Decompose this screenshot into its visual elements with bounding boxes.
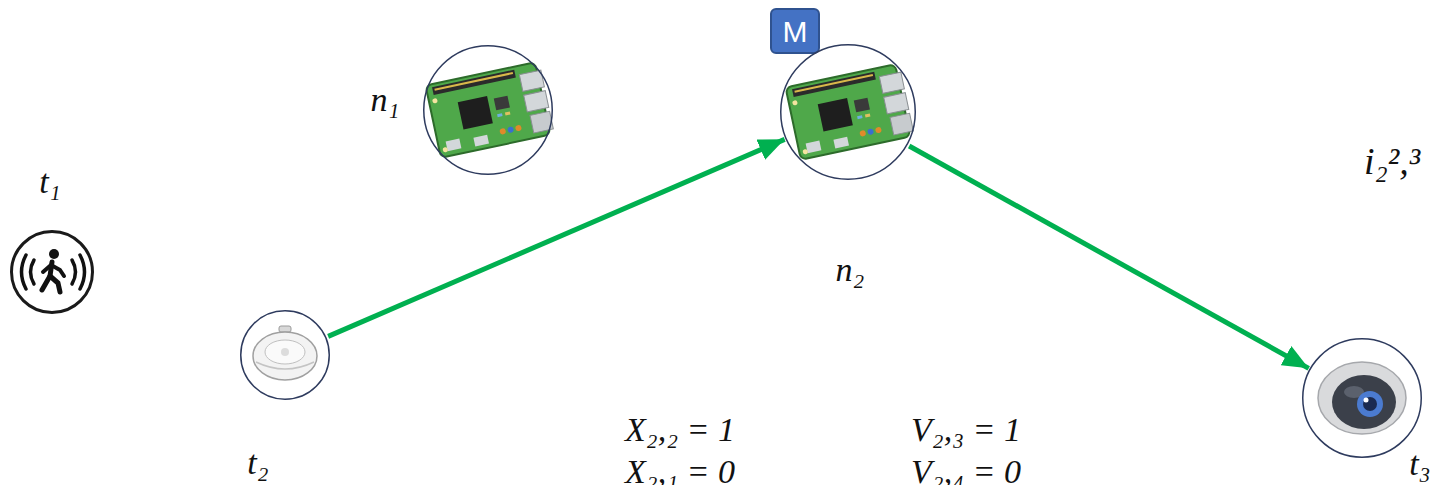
marker-box: M — [770, 8, 820, 54]
smoke-detector-icon — [253, 326, 317, 380]
arrow-connector — [328, 139, 784, 336]
node-label: t₁ — [39, 163, 60, 200]
raspberry-pi-icon — [786, 63, 915, 160]
circle-outline — [780, 44, 916, 180]
circle-outline — [10, 230, 94, 314]
equation: V₂,₄ = 0 — [911, 453, 1021, 485]
circle-grounds — [10, 44, 1422, 458]
interest-label: i₂²,³ — [1364, 141, 1420, 183]
thing-circle: t₁ — [10, 230, 94, 314]
circle-outline — [1302, 338, 1422, 458]
circle-border — [241, 311, 330, 400]
motion-sensor-icon — [22, 249, 85, 292]
raspberry-pi-icon — [426, 61, 555, 158]
arrow-connector — [909, 146, 1309, 368]
equation: X₂,₂ = 1 — [625, 411, 735, 448]
circle-border — [781, 45, 916, 180]
box-label: M — [783, 15, 808, 48]
node-label: n₂ — [836, 251, 865, 288]
node-label: n₁ — [371, 81, 400, 118]
equation: X₂,₁ = 0 — [625, 453, 735, 485]
circle-border — [424, 46, 553, 175]
node-label: t₃ — [1409, 445, 1430, 482]
circle-outline — [423, 45, 553, 175]
dome-camera-icon — [1318, 362, 1406, 434]
equation: V₂,₃ = 1 — [911, 411, 1021, 448]
thing-circle: t₂ — [240, 310, 330, 400]
thing-circle: t₃ — [1302, 338, 1422, 458]
node-label: t₂ — [247, 444, 268, 481]
circle-outline — [240, 310, 330, 400]
node-circle: n₂ — [780, 44, 916, 180]
circle-border — [12, 232, 93, 313]
circle-border — [1303, 339, 1422, 458]
node-circle: n₁ — [423, 45, 553, 175]
